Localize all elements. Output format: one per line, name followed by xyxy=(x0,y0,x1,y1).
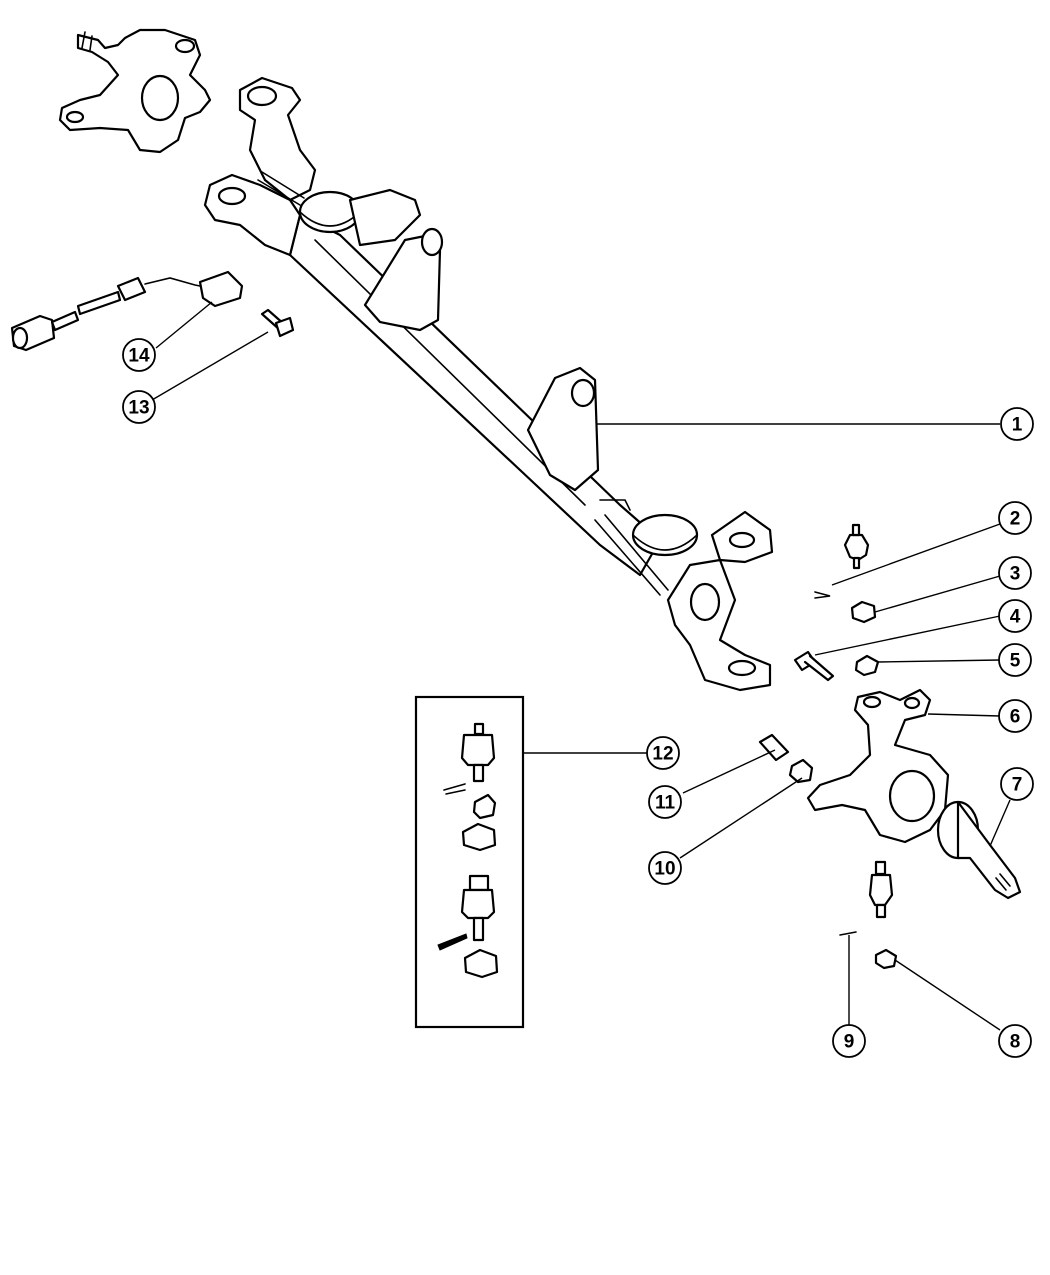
kit-upper-castle-nut xyxy=(461,822,497,852)
leader-lines xyxy=(151,301,1011,1031)
sensor-mounting-bolt xyxy=(260,308,295,338)
callout-13[interactable]: 13 xyxy=(122,390,156,424)
callouts: 1 2 3 4 5 6 7 8 xyxy=(122,338,1034,1058)
cotter-pin-upper xyxy=(814,591,831,599)
speed-sensor-assembly xyxy=(10,270,244,352)
kit-upper-cotter-pin xyxy=(443,783,466,795)
kit-upper-ball-joint xyxy=(460,722,496,783)
callout-number: 11 xyxy=(655,793,676,814)
callout-number: 3 xyxy=(1010,564,1021,585)
callout-number: 10 xyxy=(654,859,675,880)
adjuster-nut xyxy=(788,758,814,784)
callout-2[interactable]: 2 xyxy=(998,501,1032,535)
callout-10[interactable]: 10 xyxy=(648,851,682,885)
ball-joint-kit-box xyxy=(414,695,525,1029)
callout-number: 2 xyxy=(1010,509,1021,530)
callout-number: 7 xyxy=(1012,775,1023,796)
callout-number: 13 xyxy=(128,398,149,419)
nut-upper xyxy=(850,600,877,624)
callout-number: 5 xyxy=(1010,651,1021,672)
castle-nut-upper xyxy=(854,654,880,677)
spindle xyxy=(936,800,1022,900)
lower-ball-joint xyxy=(868,860,894,919)
callout-8[interactable]: 8 xyxy=(998,1024,1032,1058)
callout-11[interactable]: 11 xyxy=(648,785,682,819)
callout-12[interactable]: 12 xyxy=(646,736,680,770)
callout-6[interactable]: 6 xyxy=(998,699,1032,733)
callout-4[interactable]: 4 xyxy=(998,599,1032,633)
steering-knuckle-right xyxy=(806,688,950,844)
steering-knuckle-upper-left xyxy=(58,28,212,154)
callout-number: 4 xyxy=(1010,607,1021,628)
castle-nut-lower xyxy=(874,948,898,970)
callout-number: 14 xyxy=(128,346,150,367)
kit-lower-castle-nut xyxy=(463,948,499,979)
callout-7[interactable]: 7 xyxy=(1000,767,1034,801)
callout-3[interactable]: 3 xyxy=(998,556,1032,590)
callout-5[interactable]: 5 xyxy=(998,643,1032,677)
callout-number: 9 xyxy=(844,1032,855,1053)
callout-9[interactable]: 9 xyxy=(832,1024,866,1058)
axle-housing xyxy=(203,76,774,692)
callout-1[interactable]: 1 xyxy=(1000,407,1034,441)
adjuster-bolt xyxy=(793,650,835,682)
callout-number: 6 xyxy=(1010,707,1021,728)
callout-number: 8 xyxy=(1010,1032,1021,1053)
adjuster-sleeve xyxy=(758,733,790,762)
cotter-pin-lower xyxy=(839,931,857,936)
callout-number: 12 xyxy=(652,744,673,765)
kit-lower-ball-joint xyxy=(460,874,496,942)
upper-ball-joint xyxy=(843,523,870,570)
kit-upper-nut xyxy=(472,793,497,820)
callout-number: 1 xyxy=(1012,415,1023,436)
callout-14[interactable]: 14 xyxy=(122,338,156,372)
kit-lower-cotter-pin xyxy=(437,933,468,951)
